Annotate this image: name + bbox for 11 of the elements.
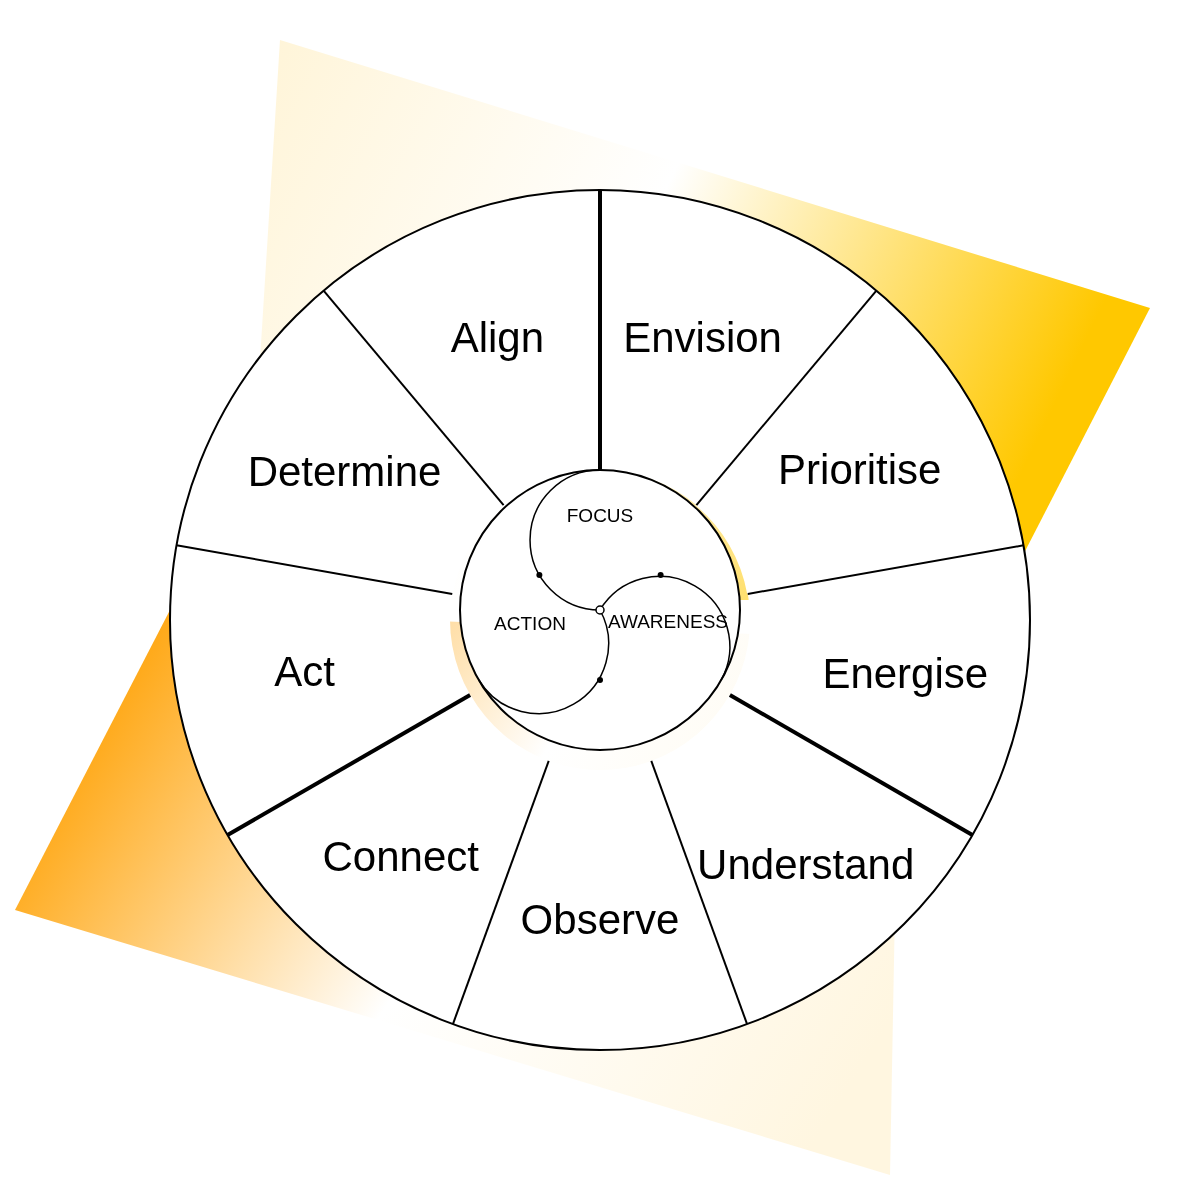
segment-label: Envision (623, 314, 782, 363)
segment-label: Energise (822, 649, 989, 698)
segment-label: Determine (247, 448, 442, 497)
segment-label: Act (274, 648, 335, 697)
region-label: FOCUS (566, 505, 634, 527)
segment-label: Connect (322, 833, 479, 882)
segment-label: Observe (520, 896, 680, 944)
segment-label: Prioritise (778, 446, 942, 494)
segment-label: Understand (697, 841, 915, 890)
segment-label: Align (450, 314, 545, 363)
region-label: ACTION (494, 613, 566, 635)
